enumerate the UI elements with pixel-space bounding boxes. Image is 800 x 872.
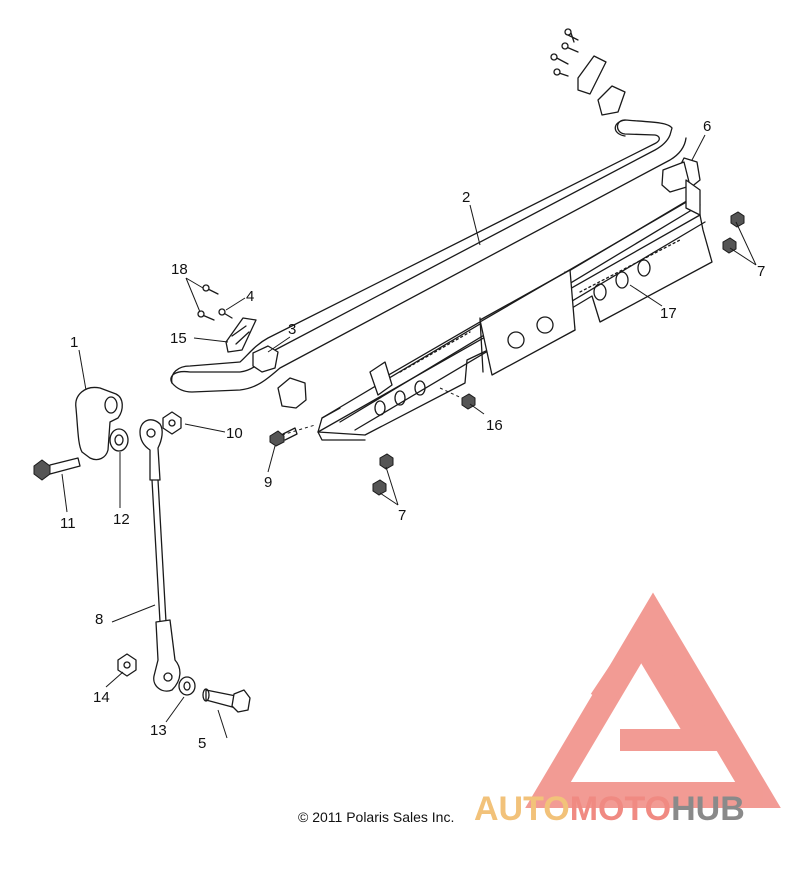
callout-4: 4 xyxy=(246,288,254,305)
clip-4 xyxy=(218,308,233,319)
callout-1: 1 xyxy=(70,334,78,351)
watermark-logo xyxy=(525,592,781,808)
callout-12: 12 xyxy=(113,511,130,528)
callout-13: 13 xyxy=(150,722,167,739)
upper-bracket-set xyxy=(550,28,626,116)
callout-labels: 1 2 3 4 5 6 7 7 8 9 10 11 12 13 14 15 16… xyxy=(60,118,765,752)
watermark-hub: HUB xyxy=(671,790,745,828)
nut-10 xyxy=(162,411,182,435)
callout-18: 18 xyxy=(171,261,188,278)
callout-16: 16 xyxy=(486,417,503,434)
callout-9: 9 xyxy=(264,474,272,491)
bolt-11 xyxy=(33,457,81,481)
watermark-wordmark: AUTOMOTOHUB xyxy=(474,790,745,828)
callout-10: 10 xyxy=(226,425,243,442)
callout-7-right: 7 xyxy=(757,263,765,280)
callout-8: 8 xyxy=(95,611,103,628)
assembly-line xyxy=(281,424,316,436)
watermark-auto: AUTO xyxy=(474,790,570,828)
link-rod-8 xyxy=(139,419,181,692)
callout-15: 15 xyxy=(170,330,187,347)
nut-7-lower xyxy=(372,453,394,496)
leader-lines xyxy=(61,134,757,739)
bracket-15 xyxy=(225,317,257,353)
callout-3: 3 xyxy=(288,321,296,338)
watermark-moto: MOTO xyxy=(570,790,671,828)
callout-5: 5 xyxy=(198,735,206,752)
copyright-text: © 2011 Polaris Sales Inc. xyxy=(298,809,454,825)
nut-14 xyxy=(117,653,137,677)
bolt-9 xyxy=(269,427,298,447)
assembly-line-2 xyxy=(439,387,467,401)
callout-11: 11 xyxy=(60,515,76,532)
callout-7-lower: 7 xyxy=(398,507,406,524)
callout-14: 14 xyxy=(93,689,110,706)
callout-17: 17 xyxy=(660,305,677,322)
pins-18 xyxy=(197,284,219,321)
bushing-3 xyxy=(252,345,307,409)
frame-channel-17 xyxy=(317,179,713,441)
callout-2: 2 xyxy=(462,189,470,206)
callout-6: 6 xyxy=(703,118,711,135)
bolt-5 xyxy=(202,688,251,713)
washer-12 xyxy=(109,428,129,452)
stabilizer-bar xyxy=(170,119,687,393)
link-arm-1 xyxy=(75,386,123,461)
washer-13 xyxy=(178,676,196,696)
